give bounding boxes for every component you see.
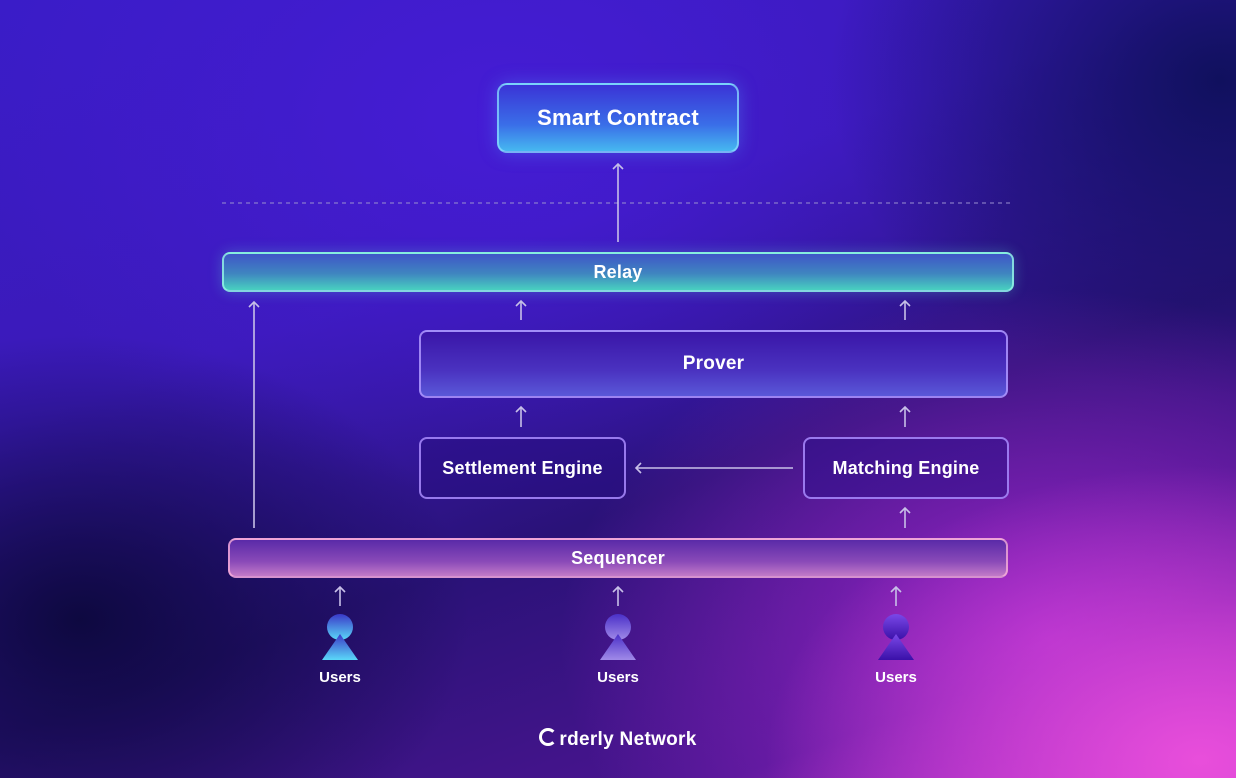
user-label-1: Users [319, 669, 361, 686]
user-icon [600, 614, 636, 660]
matching-engine-label: Matching Engine [832, 457, 980, 478]
brand-name: rderly Network [559, 729, 697, 750]
user-icon [878, 614, 914, 660]
smart-contract-node: Smart Contract [497, 83, 739, 153]
sequencer-label: Sequencer [571, 547, 665, 568]
user-icon [322, 614, 358, 660]
relay-label: Relay [593, 261, 643, 282]
smart-contract-label: Smart Contract [537, 105, 699, 130]
user-group-2: Users [578, 612, 658, 686]
user-label-3: Users [875, 669, 917, 686]
settlement-engine-label: Settlement Engine [442, 457, 603, 478]
orderly-o-icon [539, 728, 558, 746]
prover-label: Prover [682, 353, 745, 374]
settlement-engine-node: Settlement Engine [419, 437, 626, 499]
user-group-3: Users [856, 612, 936, 686]
matching-engine-node: Matching Engine [803, 437, 1009, 499]
user-group-1: Users [300, 612, 380, 686]
brand-logo: rderly Network [0, 728, 1236, 751]
relay-node: Relay [222, 252, 1014, 292]
user-label-2: Users [597, 669, 639, 686]
sequencer-node: Sequencer [228, 538, 1008, 578]
prover-node: Prover [419, 330, 1008, 398]
